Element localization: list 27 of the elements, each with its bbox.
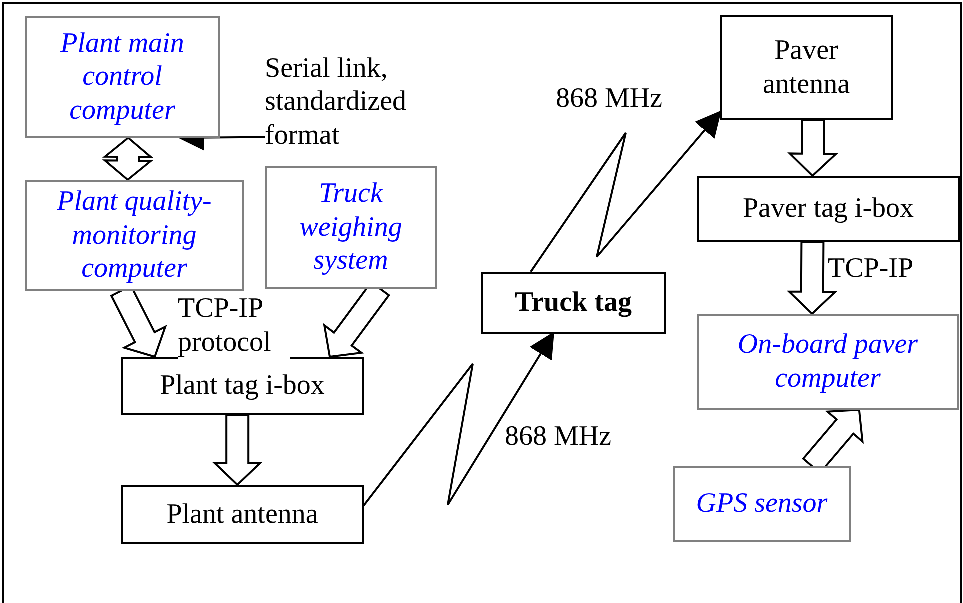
box-label: Truck tag — [515, 286, 632, 320]
box-label: Plant main control computer — [60, 26, 186, 128]
block-arrow — [212, 414, 264, 486]
process-box — [481, 272, 666, 334]
process-box — [265, 166, 437, 289]
process-box — [697, 176, 960, 242]
block-arrow — [788, 118, 838, 178]
process-box — [121, 357, 364, 415]
box-label: Paver tag i-box — [742, 192, 914, 226]
box-label: On-board paver computer — [736, 328, 920, 396]
block-arrow — [102, 136, 154, 182]
box-label: Plant antenna — [166, 498, 318, 532]
process-box — [25, 180, 244, 291]
process-box — [121, 485, 364, 544]
process-box — [673, 466, 851, 542]
box-label: Plant tag i-box — [160, 369, 325, 403]
box-label: Truck weighing system — [298, 177, 404, 278]
process-box — [25, 16, 220, 138]
radio-link-arrow — [530, 110, 722, 273]
block-arrow — [786, 240, 838, 316]
box-label: Plant quality-monitoring computer — [56, 185, 213, 286]
box-label: Paver antenna — [762, 34, 852, 102]
box-label: GPS sensor — [696, 487, 828, 521]
annotation-text: Serial link, standardized format — [265, 52, 408, 152]
process-box — [720, 15, 893, 120]
radio-link-arrow — [363, 332, 554, 506]
process-box — [697, 314, 959, 410]
